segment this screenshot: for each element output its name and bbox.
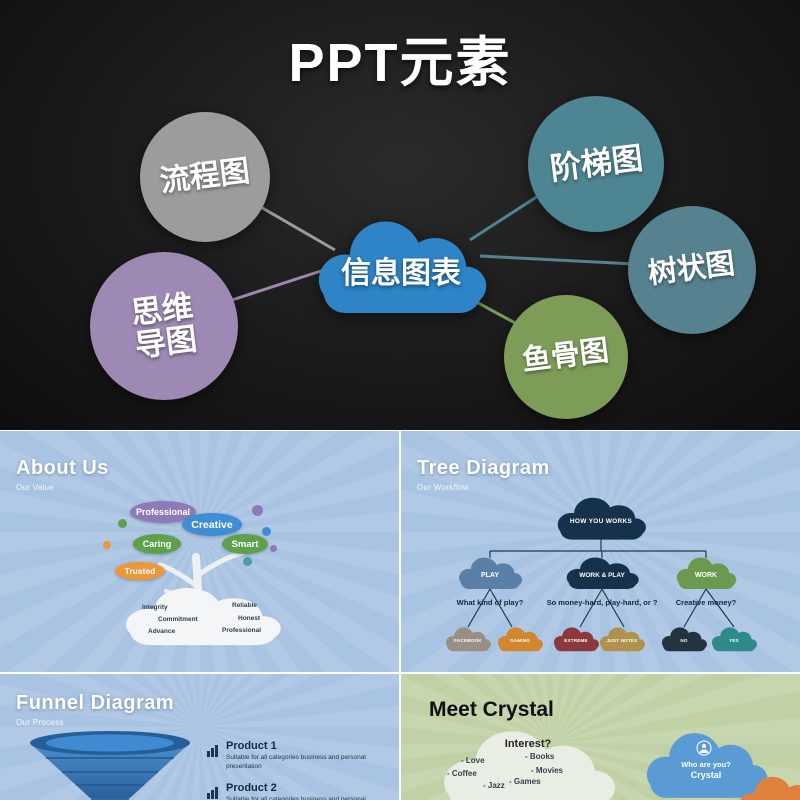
about-title: About Us [16, 457, 109, 479]
product-1-desc: Suitable for all categories business and… [226, 754, 366, 770]
value-word: Advance [148, 628, 176, 635]
tree-subtitle: Our Workflow [417, 483, 469, 492]
ground-cloud [116, 587, 288, 647]
interest-item: - Books [525, 752, 555, 761]
branch-cloud-work: WORK [673, 557, 739, 590]
center-cloud: 信息图表 [308, 220, 494, 316]
value-word: Commitment [158, 616, 198, 623]
value-word: Reliable [232, 602, 257, 609]
slide-about-us[interactable]: About Us Our Value Professional Creative… [0, 431, 399, 672]
main-preview-slide: PPT元素 流程图 阶梯图 思维 导图 树状图 鱼骨图 信息图表 [0, 0, 800, 430]
bubble-label: Smart [231, 538, 259, 550]
product-2-desc: Suitable for all categories business and… [226, 796, 366, 800]
bubble-label: Professional [135, 507, 191, 517]
crystal-title: Meet Crystal [429, 698, 554, 721]
leaf-dot [243, 557, 252, 566]
node-tree-chart: 树状图 [628, 206, 756, 334]
slide-funnel-diagram[interactable]: Funnel Diagram Our Process Product 1 Sui… [0, 674, 399, 800]
interest-item: - Coffee [447, 769, 477, 778]
branch-cloud-work-play: WORK & PLAY [562, 557, 642, 590]
funnel-graphic [30, 731, 190, 800]
branch-question: What kind of play? [456, 598, 524, 607]
node-mind-map: 思维 导图 [90, 252, 238, 400]
leaf-dot [118, 519, 127, 528]
leaf-dot [262, 527, 271, 536]
node-mind-map-label: 思维 导图 [129, 288, 199, 364]
value-bubble-professional: Professional [130, 501, 196, 523]
bubble-label: Caring [142, 539, 172, 549]
tree-title: Tree Diagram [417, 457, 550, 479]
leaf-dot [103, 541, 111, 549]
branch-cloud-play: PLAY [455, 557, 525, 590]
who-answer: Crystal [690, 770, 722, 780]
leaf-cloud-no: NO [659, 627, 709, 652]
value-bubble-caring: Caring [133, 534, 181, 554]
about-subtitle: Our Value [16, 483, 55, 492]
leaf-cloud-just-notes: JUST NOTES [597, 627, 647, 652]
slide-tree-diagram[interactable]: Tree Diagram Our Workflow HOW YOU WORKS … [401, 431, 800, 672]
interest-heading: Interest? [504, 738, 552, 750]
node-flowchart-label: 流程图 [158, 154, 252, 199]
interest-item: - Love [461, 756, 485, 765]
node-fishbone-chart: 鱼骨图 [504, 295, 628, 419]
tree-connectors [467, 539, 735, 628]
leaf-cloud-facebook: FACEBOOK [443, 627, 493, 652]
value-bubble-trusted: Trusted [115, 562, 165, 580]
center-cloud-label: 信息图表 [341, 257, 461, 291]
root-cloud-label: HOW YOU WORKS [569, 518, 633, 526]
page-title: PPT元素 [288, 33, 512, 93]
slide-meet-crystal[interactable]: Meet Crystal Interest? - Love - Coffee -… [401, 674, 800, 800]
node-tree-chart-label: 树状图 [646, 248, 738, 291]
person-icon [696, 740, 712, 756]
branch-question: So money-hard, play-hard, or ? [546, 598, 658, 607]
funnel-subtitle: Our Process [16, 718, 64, 727]
leaf-cloud-extreme: EXTREME [551, 627, 601, 652]
accent-cloud [733, 776, 800, 800]
bar-chart-icon [207, 787, 218, 799]
interest-item: - Games [509, 777, 541, 786]
funnel-title: Funnel Diagram [16, 692, 175, 714]
bubble-label: Creative [191, 518, 233, 531]
root-cloud: HOW YOU WORKS [552, 497, 650, 541]
value-word: Honest [238, 615, 261, 622]
value-bubble-creative: Creative [182, 513, 242, 536]
branch-question: Creative money? [675, 598, 737, 607]
leaf-cloud-gaming: GAMING [495, 627, 545, 652]
bubble-label: Trusted [124, 566, 156, 576]
value-word: Integrity [142, 604, 168, 611]
node-ladder-chart-label: 阶梯图 [547, 140, 645, 187]
node-ladder-chart: 阶梯图 [528, 96, 664, 232]
value-bubble-smart: Smart [222, 534, 268, 554]
interest-item: - Jazz [483, 781, 505, 790]
leaf-dot [252, 505, 263, 516]
value-word: Professional [222, 627, 262, 634]
node-fishbone-chart-label: 鱼骨图 [520, 335, 612, 378]
leaf-dot [270, 545, 277, 552]
bar-chart-icon [207, 745, 218, 757]
node-flowchart: 流程图 [140, 112, 270, 242]
leaf-cloud-yes: YES [709, 627, 759, 652]
interest-item: - Movies [531, 766, 564, 775]
product-2-name: Product 2 [226, 782, 277, 794]
who-question: Who are you? [681, 760, 731, 769]
product-1-name: Product 1 [226, 740, 277, 752]
